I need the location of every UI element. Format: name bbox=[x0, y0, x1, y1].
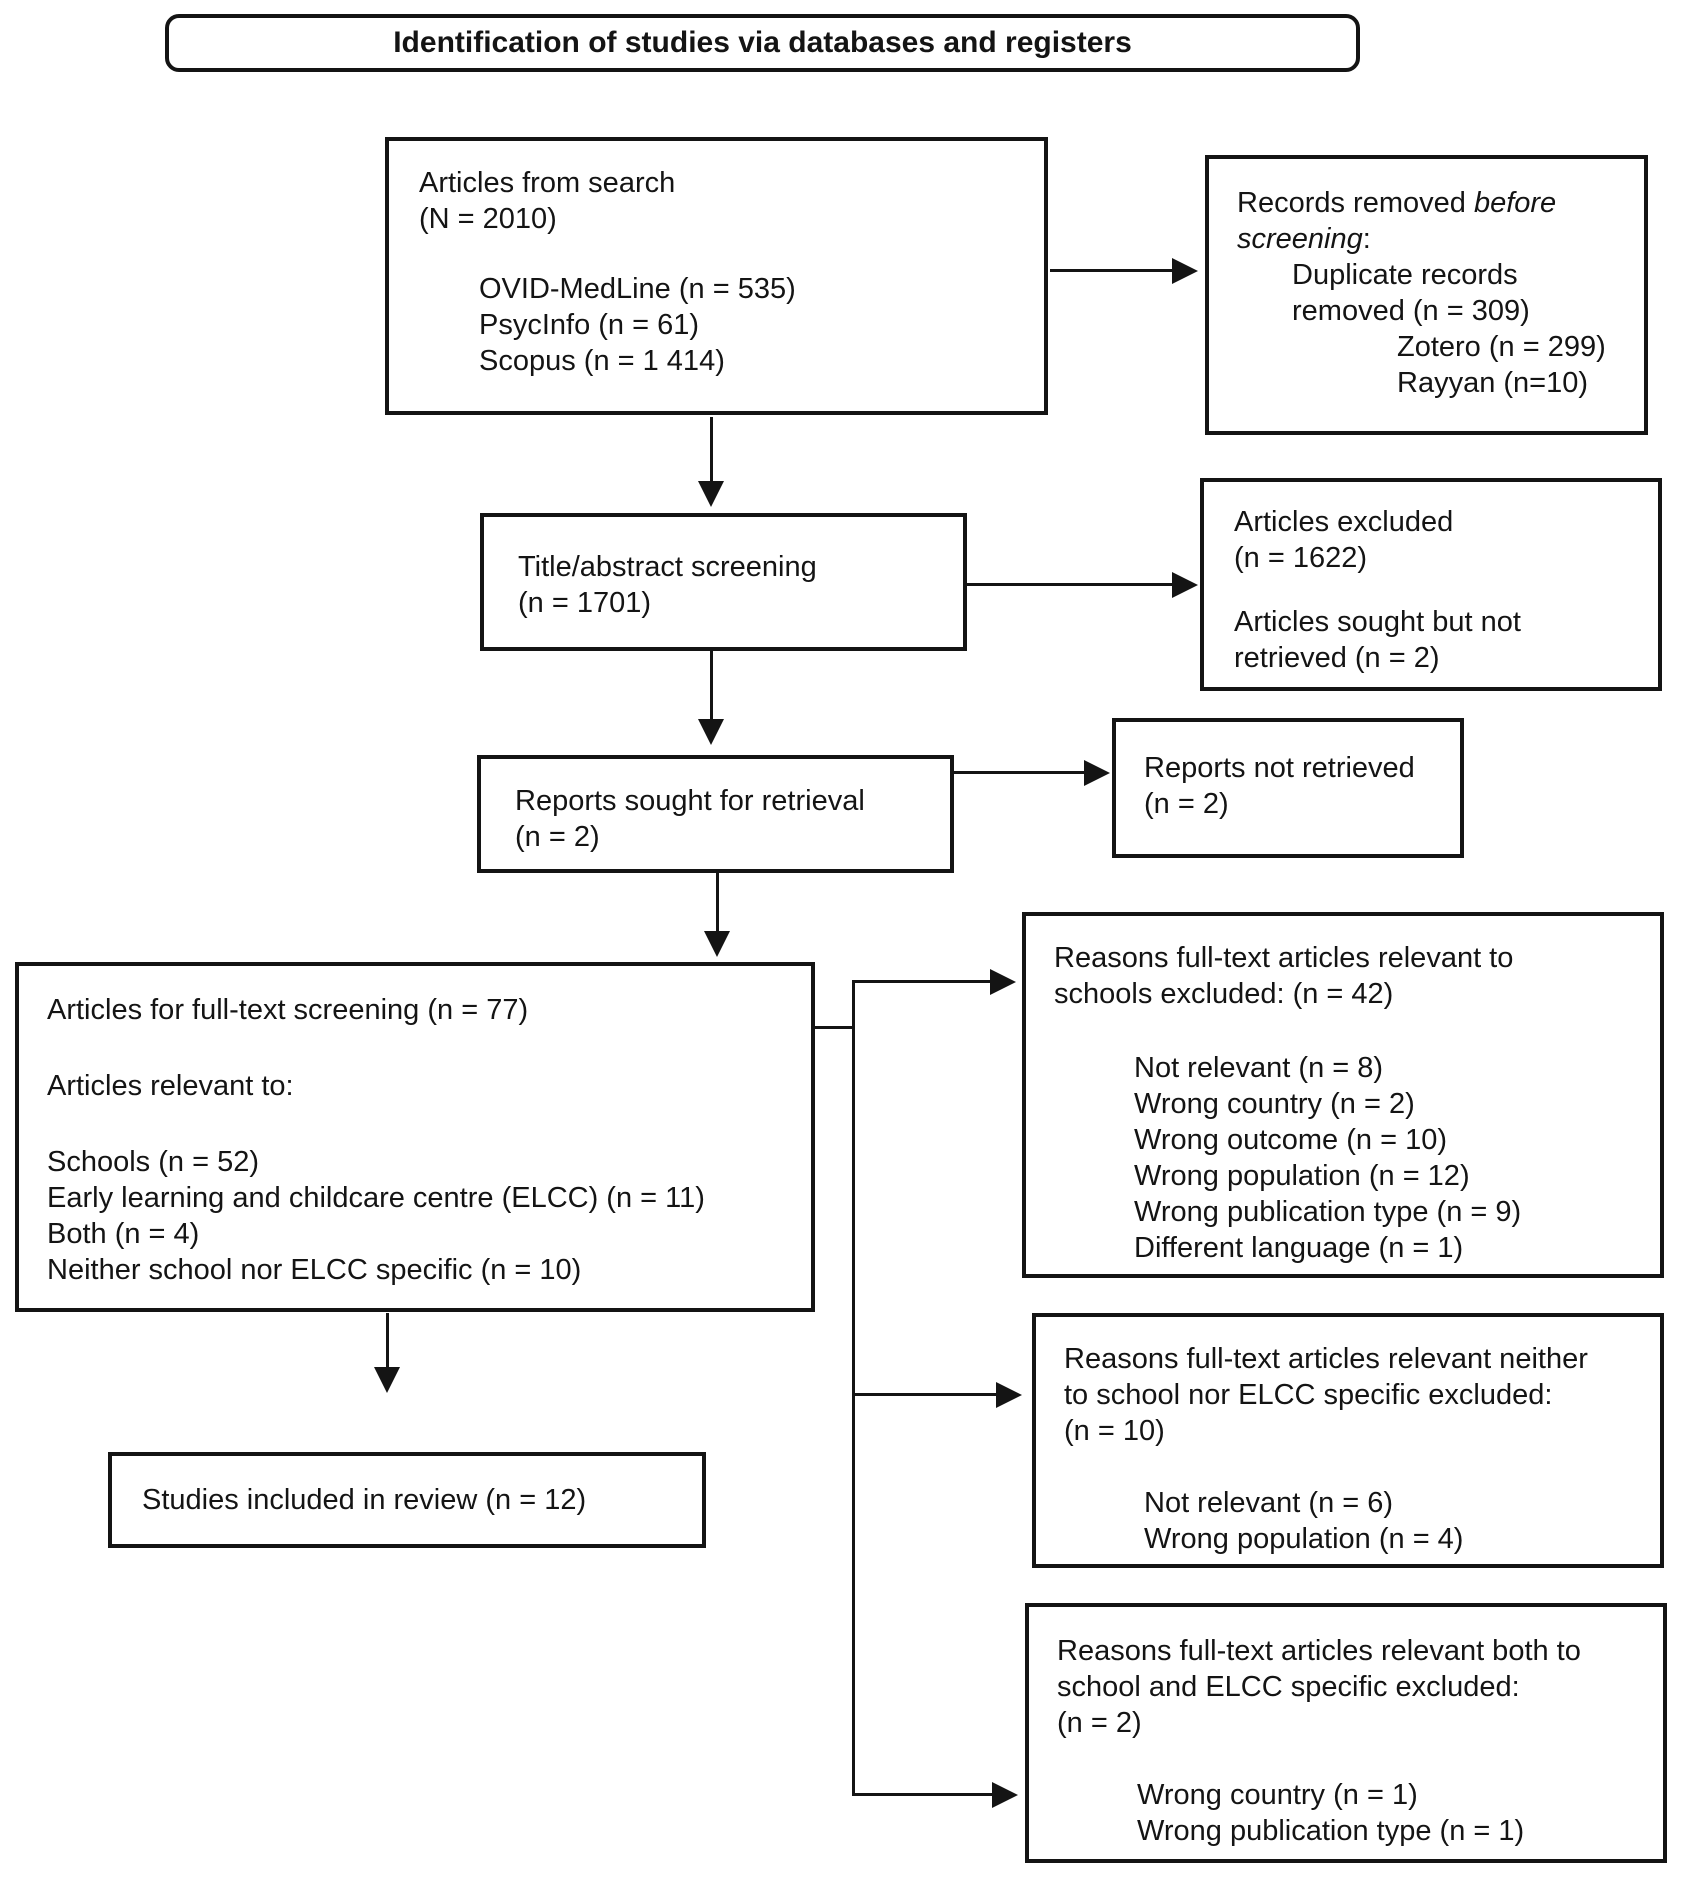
records-removed-title-normal: Records removed bbox=[1237, 187, 1474, 219]
schools-excluded-reason: Wrong publication type (n = 9) bbox=[1134, 1196, 1522, 1228]
reports-sought-box: Reports sought for retrieval (n = 2) bbox=[477, 755, 954, 873]
spacer bbox=[1057, 1741, 1649, 1777]
title-screening-box: Title/abstract screening (n = 1701) bbox=[480, 513, 967, 651]
arrow-reports-to-notretrieved-line bbox=[954, 771, 1086, 774]
records-removed-title-normal: : bbox=[1362, 223, 1371, 255]
spacer bbox=[1054, 1012, 1646, 1050]
articles-excluded-line: retrieved (n = 2) bbox=[1234, 642, 1440, 674]
arrow-reports-to-fulltext-line bbox=[716, 873, 719, 933]
arrow-title-to-excluded-head bbox=[1172, 572, 1198, 598]
full-text-category: Both (n = 4) bbox=[47, 1218, 200, 1250]
full-text-line: Articles for full-text screening (n = 77… bbox=[47, 994, 529, 1026]
both-excluded-box: Reasons full-text articles relevant both… bbox=[1025, 1603, 1667, 1863]
articles-excluded-box: Articles excluded (n = 1622) Articles so… bbox=[1200, 478, 1662, 691]
search-box: Articles from search (N = 2010) OVID-Med… bbox=[385, 137, 1048, 415]
spacer bbox=[1234, 576, 1644, 604]
arrow-title-to-reports-line bbox=[710, 651, 713, 721]
schools-excluded-reason: Wrong country (n = 2) bbox=[1134, 1088, 1415, 1120]
arrow-search-to-records-head bbox=[1172, 258, 1198, 284]
schools-excluded-reason: Not relevant (n = 8) bbox=[1134, 1052, 1384, 1084]
header-box: Identification of studies via databases … bbox=[165, 14, 1360, 72]
connector-fulltext-to-trunk bbox=[815, 1026, 855, 1029]
connector-trunk-line bbox=[852, 980, 855, 1796]
both-excluded-title: Reasons full-text articles relevant both… bbox=[1057, 1635, 1581, 1667]
arrow-trunk-to-neither-line bbox=[852, 1393, 998, 1396]
studies-included-line: Studies included in review (n = 12) bbox=[142, 1484, 587, 1516]
spacer bbox=[419, 237, 1026, 271]
records-removed-title-line: screening: bbox=[1237, 221, 1630, 257]
neither-excluded-reason: Not relevant (n = 6) bbox=[1144, 1487, 1394, 1519]
neither-excluded-reason: Wrong population (n = 4) bbox=[1144, 1523, 1464, 1555]
articles-excluded-line: (n = 1622) bbox=[1234, 542, 1368, 574]
title-screening-line: (n = 1701) bbox=[518, 587, 652, 619]
schools-excluded-title: schools excluded: (n = 42) bbox=[1054, 978, 1394, 1010]
records-removed-title-italic: before bbox=[1473, 187, 1557, 219]
arrow-search-to-title-line bbox=[710, 417, 713, 483]
records-removed-title-line: Records removed before bbox=[1237, 185, 1630, 221]
arrow-reports-to-notretrieved-head bbox=[1084, 760, 1110, 786]
full-text-category: Neither school nor ELCC specific (n = 10… bbox=[47, 1254, 582, 1286]
reports-not-retrieved-box: Reports not retrieved (n = 2) bbox=[1112, 718, 1464, 858]
both-excluded-reason: Wrong country (n = 1) bbox=[1137, 1779, 1418, 1811]
search-line: Articles from search bbox=[419, 167, 676, 199]
records-removed-item: removed (n = 309) bbox=[1292, 295, 1530, 327]
diagram-title: Identification of studies via databases … bbox=[393, 26, 1132, 59]
neither-excluded-box: Reasons full-text articles relevant neit… bbox=[1032, 1313, 1664, 1568]
arrow-trunk-to-neither-head bbox=[996, 1382, 1022, 1408]
full-text-category: Schools (n = 52) bbox=[47, 1146, 259, 1178]
reports-not-retrieved-line: Reports not retrieved bbox=[1144, 752, 1415, 784]
arrow-title-to-excluded-line bbox=[967, 583, 1174, 586]
both-excluded-title: school and ELCC specific excluded: bbox=[1057, 1671, 1520, 1703]
search-db-item: OVID-MedLine (n = 535) bbox=[479, 273, 796, 305]
schools-excluded-reason: Different language (n = 1) bbox=[1134, 1232, 1464, 1264]
studies-included-box: Studies included in review (n = 12) bbox=[108, 1452, 706, 1548]
reports-sought-line: Reports sought for retrieval bbox=[515, 785, 865, 817]
spacer bbox=[1064, 1449, 1646, 1485]
schools-excluded-reason: Wrong population (n = 12) bbox=[1134, 1160, 1470, 1192]
arrow-search-to-title-head bbox=[698, 481, 724, 507]
neither-excluded-title: to school nor ELCC specific excluded: bbox=[1064, 1379, 1553, 1411]
search-db-item: Scopus (n = 1 414) bbox=[479, 345, 725, 377]
title-screening-line: Title/abstract screening bbox=[518, 551, 817, 583]
arrow-search-to-records-line bbox=[1050, 269, 1174, 272]
articles-excluded-line: Articles sought but not bbox=[1234, 606, 1521, 638]
search-db-item: PsycInfo (n = 61) bbox=[479, 309, 700, 341]
arrow-fulltext-to-studies-line bbox=[386, 1313, 389, 1369]
arrow-trunk-to-schools-line bbox=[852, 980, 992, 983]
arrow-trunk-to-schools-head bbox=[990, 969, 1016, 995]
search-line: (N = 2010) bbox=[419, 203, 557, 235]
arrow-fulltext-to-studies-head bbox=[374, 1367, 400, 1393]
schools-excluded-box: Reasons full-text articles relevant to s… bbox=[1022, 912, 1664, 1278]
records-removed-title-italic: screening bbox=[1237, 223, 1363, 255]
arrow-reports-to-fulltext-head bbox=[704, 931, 730, 957]
arrow-trunk-to-both-line bbox=[852, 1793, 994, 1796]
articles-excluded-line: Articles excluded bbox=[1234, 506, 1454, 538]
records-removed-subitem: Zotero (n = 299) bbox=[1397, 331, 1606, 363]
schools-excluded-title: Reasons full-text articles relevant to bbox=[1054, 942, 1514, 974]
spacer bbox=[47, 1104, 797, 1144]
both-excluded-title: (n = 2) bbox=[1057, 1707, 1142, 1739]
records-removed-item: Duplicate records bbox=[1292, 259, 1518, 291]
spacer bbox=[47, 1028, 797, 1068]
neither-excluded-title: Reasons full-text articles relevant neit… bbox=[1064, 1343, 1588, 1375]
full-text-line: Articles relevant to: bbox=[47, 1070, 294, 1102]
both-excluded-reason: Wrong publication type (n = 1) bbox=[1137, 1815, 1525, 1847]
records-removed-subitem: Rayyan (n=10) bbox=[1397, 367, 1589, 399]
reports-not-retrieved-line: (n = 2) bbox=[1144, 788, 1229, 820]
arrow-title-to-reports-head bbox=[698, 719, 724, 745]
records-removed-box: Records removed before screening: Duplic… bbox=[1205, 155, 1648, 435]
neither-excluded-title: (n = 10) bbox=[1064, 1415, 1165, 1447]
full-text-category: Early learning and childcare centre (ELC… bbox=[47, 1182, 705, 1214]
full-text-screening-box: Articles for full-text screening (n = 77… bbox=[15, 962, 815, 1312]
schools-excluded-reason: Wrong outcome (n = 10) bbox=[1134, 1124, 1447, 1156]
reports-sought-line: (n = 2) bbox=[515, 821, 600, 853]
arrow-trunk-to-both-head bbox=[992, 1782, 1018, 1808]
